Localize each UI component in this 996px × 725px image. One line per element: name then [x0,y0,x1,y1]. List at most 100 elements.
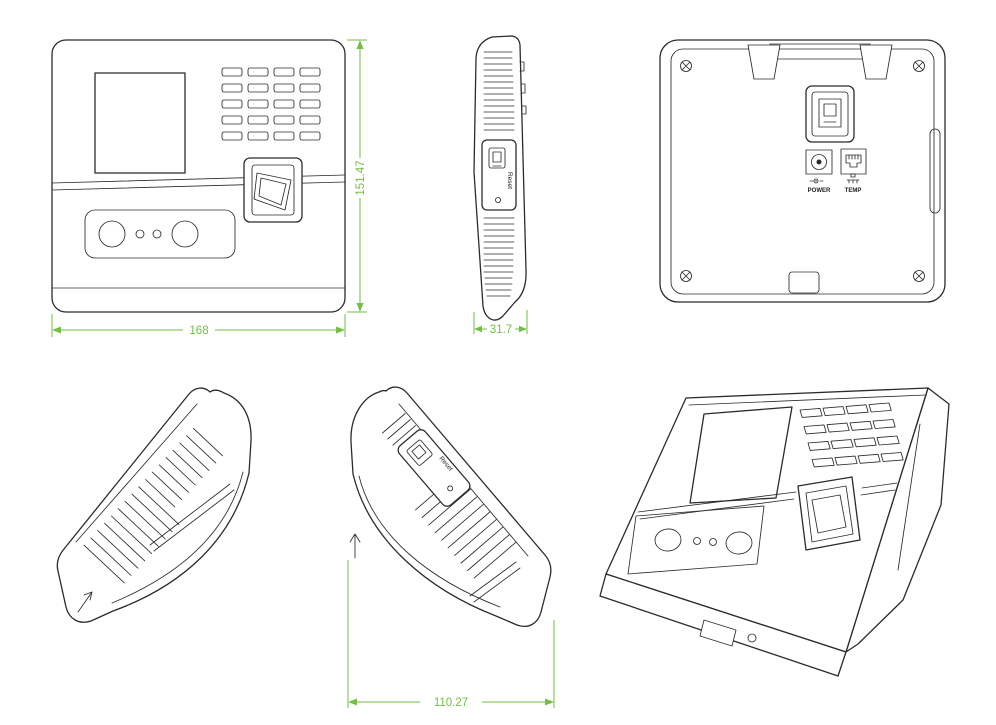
fingerprint-inner [251,164,295,216]
usb-port [488,147,506,169]
fingerprint-inner-3d [805,485,854,543]
fingerprint-sensor [253,172,292,211]
power-polarity-icon [809,178,824,184]
base-foot [699,619,737,647]
temp-label: TEMP [845,188,862,194]
tilted-view-middle: Reset 110.27 [347,386,555,709]
dim-arrow-right [545,698,554,706]
keypad-key [247,83,269,93]
keypad-key [299,99,321,109]
fingerprint-reader-3d [797,476,861,551]
tilted-left-belly-inner [111,471,244,604]
keypad-key [247,99,269,109]
keypad-key [299,131,321,141]
dim-arrow-right [336,326,345,334]
back-view: POWER TEMP [659,39,946,303]
tilt-dimension-label: 110.27 [434,697,468,709]
keypad-key [273,131,295,141]
camera-lens-left-3d [654,528,682,552]
width-extension-lines [51,314,346,337]
back-outline [659,39,946,303]
mount-tab-left [747,44,781,80]
tilted-usb-port [406,439,433,466]
width-dimension-label: 168 [189,325,208,337]
fingerprint-outer [243,157,303,223]
height-extension-lines [347,39,367,313]
tilted-left-outline [56,387,252,623]
screw-cross [914,271,924,281]
keypad-key [247,131,269,141]
keypad-key [273,115,295,125]
side-slot [929,128,941,214]
keypad-key [299,67,321,77]
display-screen [94,72,186,174]
usb-block-inner [811,91,849,137]
tilted-left-vents-upper [145,427,224,508]
face-top-inner-line [688,394,926,406]
reset-pinhole [495,197,501,203]
screw-icon [680,270,692,282]
side-port-panel: Reset [481,139,517,211]
back-inner-outline [670,48,935,295]
screw-cross [914,61,924,71]
dim-arrow-down [356,303,364,312]
keypad-key [273,83,295,93]
usb-block-outer [805,85,855,143]
side-vents-bottom [483,217,515,297]
keypad-key [299,83,321,93]
side-view: Reset 31.7 [473,35,528,336]
mounting-top [747,43,893,80]
screw-cross [681,61,691,71]
tilted-port-panel-outline [397,429,471,507]
camera-panel-outline [84,209,236,259]
side-edge-bumps [519,61,527,115]
camera-lens-left [98,220,126,248]
tilted-view-left [56,387,252,623]
network-icon [846,173,860,184]
network-jack-inner [845,154,862,168]
power-jack-outline [805,149,833,175]
usb-port-inner [492,151,502,163]
camera-lens-right-3d [725,531,753,555]
screw-icon [680,60,692,72]
front-view: 151.47 168 [51,39,367,337]
power-jack-pin [816,159,822,165]
fingerprint-sensor-3d [811,494,847,534]
led-dot-right [152,229,162,239]
network-jack: TEMP [840,148,867,194]
tilted-left-edge-inner [75,403,198,543]
mount-tab-right [859,44,893,80]
tilted-middle-outline [350,386,552,627]
base-screw [747,633,757,643]
keypad-key [221,131,243,141]
keypad [221,67,321,141]
reset-label-side: Reset [506,172,513,189]
width-dimension: 168 [51,314,346,337]
tilt-extension-lines [347,560,555,708]
base-strip [599,573,847,677]
bottom-tab [788,271,820,294]
tilted-middle-vents-tip [382,413,417,446]
height-dimension: 151.47 [347,39,367,313]
tilted-port-panel: Reset [397,429,471,507]
fingerprint-sensor-inner [258,177,287,206]
camera-panel-outline-3d [627,505,765,575]
height-dimension-label: 151.47 [355,160,367,195]
tilt-width-dimension: 110.27 [347,560,555,709]
side-outline [473,35,527,321]
fingerprint-outer-3d [797,476,861,551]
led-dot-left-3d [693,537,701,545]
power-jack-barrel [811,154,827,170]
port-panel-outline [481,139,517,211]
tilted-left-vents-lower [83,486,180,584]
depth-dimension: 31.7 [473,310,528,336]
tilted-middle-belly-inner [358,475,501,608]
depth-dimension-label: 31.7 [490,324,512,336]
perspective-view [599,387,950,677]
fingerprint-reader [243,157,303,223]
keypad-key [221,99,243,109]
screw-icon [913,60,925,72]
keypad-key [221,67,243,77]
keypad-key [273,67,295,77]
